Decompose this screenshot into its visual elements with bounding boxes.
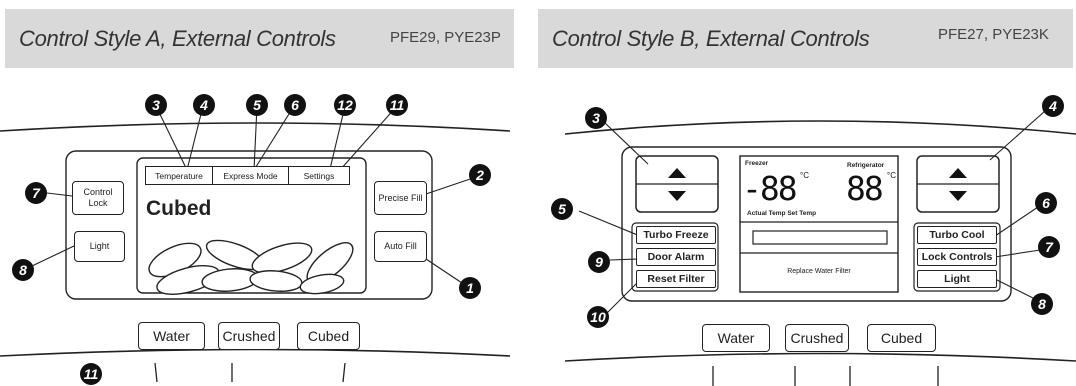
light-button[interactable]: Light: [74, 231, 125, 262]
callout-4: 4: [193, 94, 215, 116]
precise-fill-button[interactable]: Precise Fill: [374, 181, 427, 215]
callout-b-3: 3: [585, 107, 607, 129]
callout-b-5: 5: [551, 198, 573, 220]
refrigerator-label: Refrigerator: [847, 162, 885, 169]
panel-a-models: PFE29, PYE23P: [390, 29, 501, 46]
light-button-b[interactable]: Light: [917, 270, 997, 288]
panel-a-header: Control Style A, External Controls PFE29…: [5, 9, 514, 68]
callout-b-7: 7: [1038, 236, 1060, 258]
callout-6: 6: [284, 94, 306, 116]
water-button-b[interactable]: Water: [702, 324, 770, 352]
refrigerator-unit: °C: [887, 171, 896, 180]
panel-b-models: PFE27, PYE23K: [938, 26, 1049, 43]
callout-3: 3: [145, 94, 167, 116]
callout-1: 1: [459, 277, 481, 299]
cubed-button[interactable]: Cubed: [297, 322, 360, 350]
crushed-button[interactable]: Crushed: [218, 322, 280, 350]
display-mode-text: Cubed: [146, 197, 212, 220]
callout-11-bottom: 11: [80, 363, 102, 385]
callout-b-4: 4: [1042, 95, 1064, 117]
freezer-label: Freezer: [745, 160, 769, 167]
refrigerator-temp-digits: 88: [846, 169, 884, 208]
crushed-button-b[interactable]: Crushed: [785, 324, 849, 352]
control-lock-button[interactable]: Control Lock: [72, 181, 124, 215]
turbo-freeze-button[interactable]: Turbo Freeze: [636, 226, 716, 244]
callout-b-10: 10: [587, 306, 609, 328]
callout-b-9: 9: [588, 251, 610, 273]
freezer-up-arrow-icon[interactable]: [637, 157, 718, 184]
reset-filter-button[interactable]: Reset Filter: [636, 270, 716, 288]
turbo-cool-button[interactable]: Turbo Cool: [917, 226, 997, 244]
lock-controls-button[interactable]: Lock Controls: [917, 248, 997, 266]
door-alarm-button[interactable]: Door Alarm: [636, 248, 716, 266]
temp-caption: Actual Temp Set Temp: [747, 210, 817, 217]
panel-b-header: Control Style B, External Controls PFE27…: [538, 9, 1073, 68]
panel-b-title: Control Style B, External Controls: [552, 26, 870, 51]
replace-filter-text: Replace Water Filter: [787, 268, 851, 275]
tab-settings[interactable]: Settings: [288, 166, 350, 185]
callout-b-8: 8: [1031, 293, 1053, 315]
freezer-temp-digits: -88: [742, 169, 798, 208]
panel-a-title: Control Style A, External Controls: [19, 26, 336, 51]
callout-8: 8: [12, 259, 34, 281]
callout-11: 11: [386, 94, 408, 116]
auto-fill-button[interactable]: Auto Fill: [374, 231, 427, 262]
cubed-button-b[interactable]: Cubed: [867, 324, 936, 352]
water-button[interactable]: Water: [138, 322, 205, 350]
callout-2: 2: [469, 164, 491, 186]
freezer-down-arrow-icon[interactable]: [637, 185, 718, 212]
callout-b-6: 6: [1035, 192, 1057, 214]
freezer-unit: °C: [800, 171, 809, 180]
refrigerator-down-arrow-icon[interactable]: [918, 185, 999, 212]
refrigerator-up-arrow-icon[interactable]: [918, 157, 999, 184]
callout-5: 5: [246, 94, 268, 116]
callout-12: 12: [334, 94, 356, 116]
callout-7: 7: [25, 182, 47, 204]
